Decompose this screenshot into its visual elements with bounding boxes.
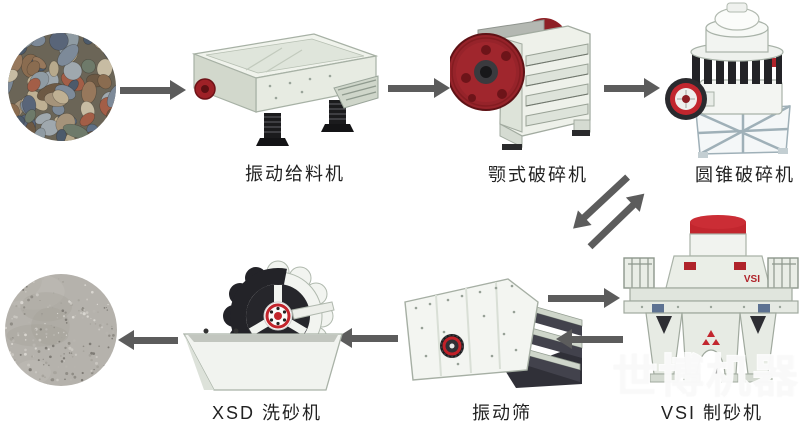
label-vsi-sand-maker: VSI 制砂机 <box>660 403 763 423</box>
arrow-washer-to-sand <box>118 330 178 350</box>
vibrating-screen-illustration <box>404 278 583 388</box>
arrow-screen-to-vsi <box>548 288 620 308</box>
vibrating-feeder-illustration <box>191 33 379 146</box>
arrow-raw-to-feeder <box>120 80 186 100</box>
xsd-sand-washer-illustration <box>182 260 343 391</box>
raw-material-photo <box>8 33 116 141</box>
label-xsd-sand-washer: XSD 洗砂机 <box>211 403 322 423</box>
vibrating-screen-figure <box>396 272 584 398</box>
jaw-crusher-flywheel <box>450 33 525 111</box>
vsi-sand-maker-figure: VSI <box>622 212 800 394</box>
label-vibrating-feeder: 振动给料机 <box>245 164 345 184</box>
cone-crusher-figure <box>660 2 798 160</box>
cone-crusher-wheel <box>665 78 707 120</box>
watermark-shibo-machinery: 世博机器 <box>611 350 800 404</box>
label-jaw-crusher: 颚式破碎机 <box>488 165 588 185</box>
label-vibrating-screen: 振动筛 <box>472 403 532 423</box>
jaw-crusher-figure <box>450 4 602 156</box>
pebbles-image <box>8 33 116 141</box>
jaw-crusher-illustration <box>450 18 591 150</box>
washer-wheel-hub <box>263 301 293 331</box>
screen-vibrator-hub <box>440 334 464 358</box>
arrow-feeder-to-jaw <box>388 78 450 98</box>
vsi-sand-maker-illustration: VSI <box>623 215 799 383</box>
finished-sand-photo <box>5 274 117 386</box>
arrow-jaw-to-cone <box>604 78 660 98</box>
vsi-logo-text: VSI <box>744 274 760 285</box>
xsd-sand-washer-figure <box>180 252 346 394</box>
vibrating-feeder-figure <box>186 28 382 148</box>
label-cone-crusher: 圆锥破碎机 <box>695 165 795 185</box>
sand-image <box>5 274 117 386</box>
cone-crusher-illustration <box>665 2 791 158</box>
